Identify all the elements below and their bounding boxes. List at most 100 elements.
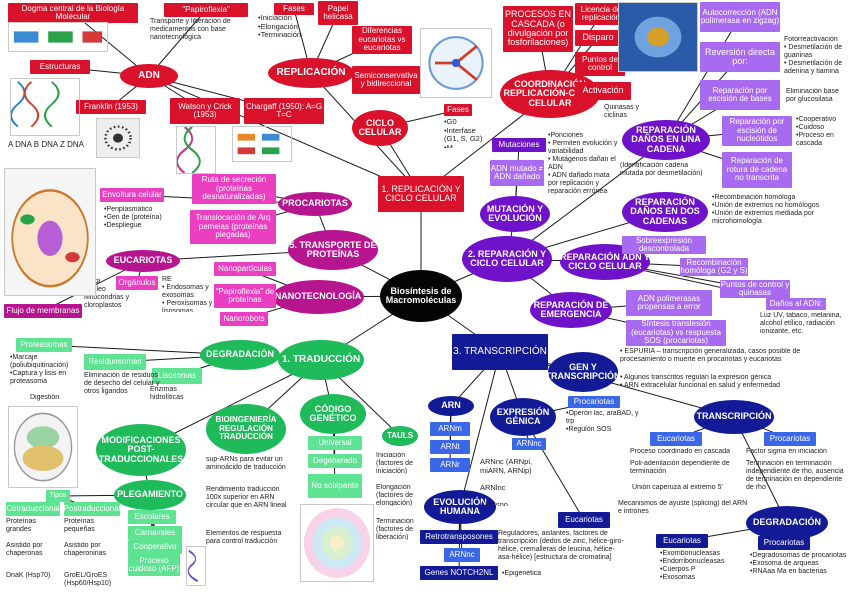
organulos-note-text: RE • Endosomas y exosomas • Peroxisomas …: [162, 276, 213, 312]
arnm-label: ARNm: [430, 422, 470, 436]
connector-line: [459, 351, 501, 508]
connector-line: [148, 75, 422, 195]
arnnc2-label: ARNnc: [444, 548, 480, 562]
arn-types-text: ARNnc (ARNpi, miARN, ARNip) ARNlnc ARNsn…: [480, 458, 533, 506]
franklin-label: Franklin (1953): [76, 100, 146, 114]
lisosomas-label: Lisosomas: [152, 368, 202, 384]
digestion-text: Digestión: [30, 394, 60, 401]
adn-mutado-label: ADN mutado ≠ ADN dañado: [490, 160, 544, 186]
dna-forms-text: A DNA B DNA Z DNA: [8, 140, 85, 149]
organulos-label: Orgánulos: [116, 276, 158, 290]
transloc-label: Translocación de Arq pemeias (proteínas …: [190, 210, 276, 244]
deg-euc-label: Eucariotas: [656, 534, 708, 548]
bases-note-text: Eliminación base por glucosilasa: [786, 88, 839, 104]
procesos-label: PROCESOS EN CASCADA (o divulgación por f…: [503, 6, 573, 52]
diferencias-label: Diferencias eucariotas vs eucariotas: [352, 26, 412, 54]
chargaff-label: Chargaff (1950): A=G T=C: [244, 98, 324, 124]
plegamiento-concept: PLEGAMIENTO: [114, 480, 186, 510]
rep-title-label: 1. REPLICACIÓN Y CICLO CELULAR: [378, 176, 464, 212]
rep-bases-label: Reparación por escisión de bases: [700, 80, 780, 110]
dos-cadenas-concept: REPARACIÓN DAÑOS EN DOS CADENAS: [622, 192, 708, 232]
escolares-label: Escolares: [128, 510, 176, 524]
puntos1-label: Puntos de control: [575, 52, 625, 76]
asistido-text: Asistido por chaperonas: [6, 542, 43, 558]
envoltura-label: Envoltura celular: [100, 188, 164, 202]
rep-adn-ciclo-concept: REPARACIÓN ADN Y CICLO CELULAR: [560, 244, 650, 280]
degr3-concept: DEGRADACIÓN: [746, 506, 828, 540]
tx-euc-note2-text: Poli-adenilación dependiente de terminac…: [630, 460, 730, 476]
deg-euc-note-text: •Exorribonucleasas •Endorribonucleasas •…: [660, 550, 725, 582]
tp-title-concept: 5. TRANSPORTE DE PROTEÍNAS: [288, 230, 378, 270]
postrad-label: Postraduccional: [64, 502, 120, 516]
prot-note-text: •Marcaje (poliubiquitinación) •Captura y…: [10, 354, 69, 386]
mecanismos-text: Mecanismos de ayuste (splicing) del ARN …: [618, 500, 748, 516]
watson-label: Watson y Crick (1953): [170, 98, 240, 124]
tauls-concept: TAULS: [382, 426, 418, 446]
liso-note-text: Enzimas hidrolíticas: [150, 386, 184, 402]
genes-label: Genes NOTCH2NL: [420, 566, 498, 580]
trad-title-concept: 1. TRADUCCIÓN: [278, 340, 364, 380]
expresion-concept: EXPRESIÓN GÉNICA: [490, 398, 556, 436]
arnt-label: ARNt: [430, 440, 470, 454]
papiro1-label: "Papiroflexia": [164, 3, 248, 17]
rendim-text: Rendimiento traducción 100x superior en …: [206, 486, 287, 510]
fases-list-text: •Iniciación •Elongación •Terminación: [258, 14, 302, 40]
semicons-label: Semiconservativa y bidireccional: [352, 66, 420, 94]
mutaciones-label: Mutaciones: [492, 138, 546, 152]
asistido2-text: Asistido por chaperoninas: [64, 542, 107, 558]
deg-proc-label: Procariotas: [758, 536, 810, 550]
fases1-label: Fases: [274, 3, 314, 15]
eucariotas5-concept: EUCARIOTAS: [106, 250, 180, 272]
ruta-label: Ruta de secreción (proteínas desnaturali…: [192, 174, 276, 204]
reversion-note-text: Fotorreactivación • Desmetilación de gua…: [784, 36, 843, 76]
tx-proc-note2-text: Terminación en terminación independiente…: [746, 460, 844, 490]
euc-note-text: Reguladores, aislantes, factores de tran…: [498, 530, 624, 562]
elongacion-text: Elongación (factores de elongación): [376, 484, 413, 506]
papiro4-label: "Papiroflexia" de proteínas: [214, 284, 276, 308]
ribosome-image: [8, 406, 78, 488]
tx-euc-label: Eucariotas: [650, 432, 702, 446]
adn-concept: ADN: [120, 64, 178, 88]
codigo-concept: CÓDIGO GENÉTICO: [300, 394, 366, 434]
estructuras-label: Estructuras: [30, 60, 90, 74]
residuosomas-label: Residuosomas: [84, 354, 146, 370]
sobreexpr-label: Sobreexpresión descontrolada: [622, 236, 706, 254]
proteasomas-label: Proteasomas: [16, 338, 72, 352]
universal-label: Universal: [308, 436, 362, 450]
resid-note-text: Eliminación de residuos de desecho del c…: [84, 372, 160, 396]
nano-title-concept: NANOTECNOLOGÍA: [272, 280, 364, 314]
recomb-label: Recombinación homóloga (G2 y S): [680, 258, 748, 276]
cell-cycle-image: [618, 2, 698, 72]
dos-note-text: •Recombinación homóloga •Unión de extrem…: [712, 194, 820, 226]
autocorr-label: Autocorrección (ADN polimerasa en zigzag…: [700, 2, 780, 32]
ciclo-fases-label: Fases: [444, 104, 472, 116]
reversion-label: Reversión directa por:: [700, 42, 780, 72]
carnavales-label: Carnavales: [128, 526, 182, 540]
tx-euc-note-text: Proceso coordinado en cascada: [630, 448, 730, 455]
rotura-label: Reparación de rotura de cadena no transc…: [722, 152, 792, 188]
una-cadena-concept: REPARACIÓN DAÑOS EN UNA CADENA: [622, 120, 710, 160]
codon-wheel-image: [300, 504, 374, 582]
emergencia-concept: REPARACIÓN DE EMERGENCIA: [530, 292, 612, 328]
degr1-concept: DEGRADACIÓN: [200, 340, 280, 370]
tipos-label: Tipos: [46, 490, 70, 502]
sintesis-label: Síntesis translesión (eucariotas) vs res…: [626, 320, 726, 346]
epigen-text: •Epigenética: [502, 570, 542, 577]
quinasas-text: Quinasas y ciclinas: [604, 104, 640, 120]
arnnc-label: ARNnc: [512, 438, 546, 450]
dnak-text: DnaK (Hsp70): [6, 572, 51, 579]
nanorobots-label: Nanorobots: [220, 312, 268, 326]
licencia-label: Licencia de replicación: [575, 3, 627, 25]
helix-model-image: [176, 126, 216, 174]
tx-proc-note-text: Factor sigma en iniciación: [746, 448, 827, 455]
cotrad-label: Cotraduccional: [6, 502, 60, 516]
terminacion-text: Terminación (factores de liberación): [376, 518, 414, 540]
base-pair-image: [232, 126, 292, 162]
puntos-ctl-label: Puntos de control y quinasas: [720, 280, 790, 298]
mut-note-text: •Ponciones • Permiten evolución y variab…: [548, 132, 618, 196]
connector-line: [506, 139, 667, 260]
ciclo-list-text: •G0 •Interfase (G1, S, G2) •M: [444, 118, 483, 148]
replicacion-concept: REPLICACIÓN: [268, 58, 354, 88]
connector-line: [665, 16, 741, 141]
dogma-scheme-image: [8, 22, 108, 52]
